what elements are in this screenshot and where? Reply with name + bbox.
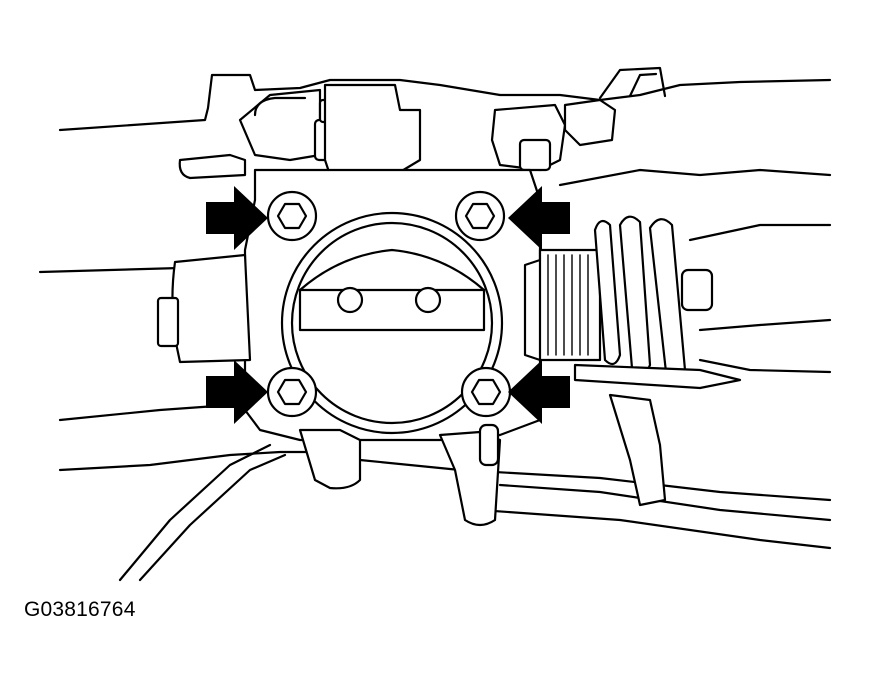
- hex-bolt-icon: [266, 366, 318, 418]
- vacuum-nipple: [478, 423, 500, 467]
- arrow-icon: [206, 186, 268, 250]
- engine-background-outline: [38, 66, 832, 582]
- arrow-icon: [206, 360, 268, 424]
- throttle-bore: [280, 211, 504, 435]
- hex-bolt-icon: [454, 190, 506, 242]
- hex-bolt-icon: [460, 366, 512, 418]
- throttle-pulley: [538, 215, 742, 507]
- arrow-icon: [508, 186, 570, 250]
- hex-bolt-icon: [266, 190, 318, 242]
- arrow-icon: [508, 360, 570, 424]
- upper-connectors: [178, 83, 617, 180]
- figure-id-label: G03816764: [24, 598, 136, 621]
